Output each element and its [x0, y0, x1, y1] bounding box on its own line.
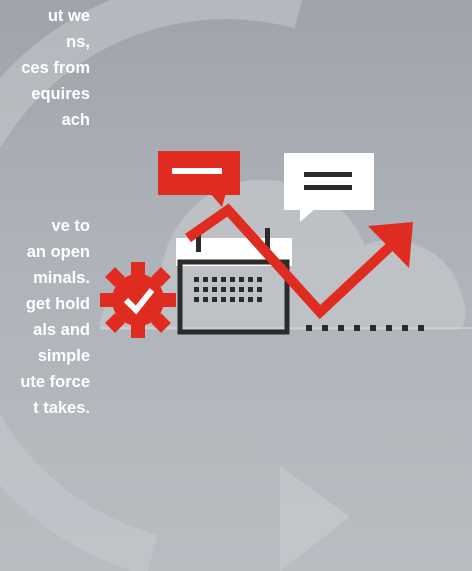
text-line: equires: [31, 85, 90, 103]
text-line: simple: [37, 347, 90, 365]
text-line: ut we: [47, 7, 90, 25]
body-text-paragraph-1: ut we ns, ces from equires ach: [0, 3, 90, 133]
text-line: minals.: [33, 269, 90, 287]
text-line: ach: [61, 111, 90, 129]
text-line: ute force: [20, 373, 90, 391]
trend-arrow-icon: [185, 203, 413, 320]
text-line: als and: [33, 321, 90, 339]
text-line: ns,: [66, 33, 90, 51]
speech-bubble-white-icon: [284, 153, 374, 222]
text-line: get hold: [25, 295, 90, 313]
body-text-paragraph-2: ve to an open minals. get hold als and s…: [0, 213, 90, 421]
gear-check-icon: [100, 262, 176, 338]
dotted-timeline-icon: [306, 325, 424, 331]
speech-bubble-red-icon: [158, 151, 240, 207]
circular-arrow-icon: [0, 0, 350, 571]
text-line: ve to: [51, 217, 90, 235]
text-line: ces from: [21, 59, 90, 77]
text-line: an open: [26, 243, 90, 261]
text-line: t takes.: [33, 399, 90, 417]
